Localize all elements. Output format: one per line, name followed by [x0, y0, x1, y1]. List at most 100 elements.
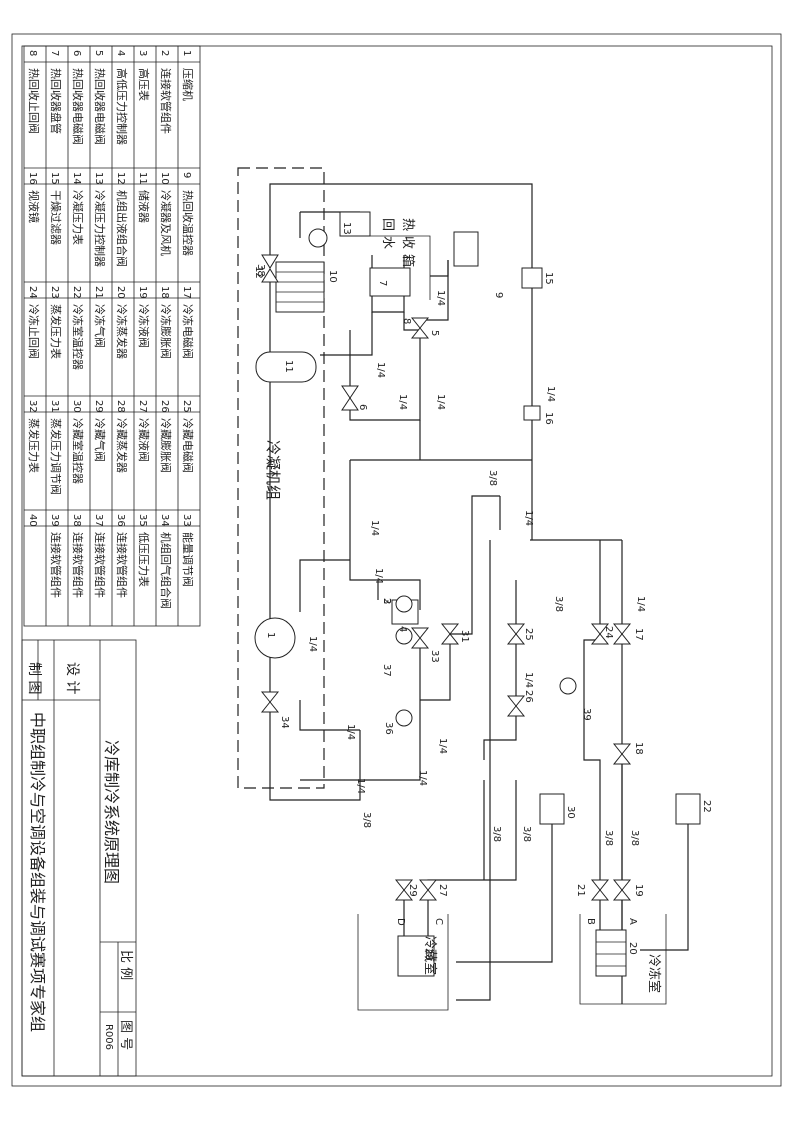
- part-number: 24: [27, 286, 38, 299]
- part-name: 冷冻蒸发器: [115, 304, 129, 359]
- pipe-size-label: 1/4: [435, 394, 446, 410]
- pipe-size-label: 3/8: [603, 830, 614, 846]
- part-name: 冷凝压力控制器: [93, 190, 107, 267]
- pipe-size-label: 1/4: [373, 568, 384, 584]
- part-number: 12: [115, 172, 126, 185]
- part-number: 5: [93, 50, 104, 56]
- pipe-size-label: 1/4: [635, 596, 646, 612]
- component-tag: 36: [383, 722, 394, 735]
- part-name: 储液器: [137, 190, 151, 223]
- pipe-size-labels: 1/4 1/4 1/4 1/4 1/4 3/8 1/4 1/4 1/4 3/8 …: [307, 290, 646, 846]
- part-name: 压缩机: [181, 68, 195, 101]
- part-number: 20: [115, 286, 126, 299]
- component-tag: 30: [565, 806, 576, 819]
- part-name: 冷冻电磁阀: [181, 304, 195, 359]
- parts-list: 1压缩机9热回收温控器17冷冻电磁阀25冷藏电磁阀33能量调节阀2连接软管组件1…: [23, 45, 201, 627]
- pipe-size-label: 3/8: [491, 826, 502, 842]
- thermostat-30-icon: [539, 793, 565, 825]
- component-tag: 33: [429, 650, 440, 663]
- part-number: 38: [71, 514, 82, 527]
- component-tag: 39: [581, 708, 592, 721]
- drawing-title: 冷库制冷系统原理图: [102, 740, 121, 884]
- cold-storage-room-label: 冷藏室: [422, 936, 438, 975]
- drawing-no-label: 图 号: [118, 1020, 133, 1050]
- part-name: 冷藏液阀: [137, 418, 151, 462]
- part-number: 37: [93, 514, 104, 527]
- part-number: 13: [93, 172, 104, 185]
- part-name: 冷冻气阀: [93, 304, 107, 348]
- part-name: 蒸发压力表: [49, 304, 63, 359]
- part-number: 2: [159, 50, 170, 56]
- part-name: 机组回气组合阀: [159, 532, 173, 609]
- part-number: 15: [49, 172, 60, 185]
- component-tag: 17: [633, 628, 644, 641]
- pipe-size-label: 1/4: [375, 362, 386, 378]
- part-name: 冷藏蒸发器: [115, 418, 129, 473]
- component-tag: 18: [633, 742, 644, 755]
- rooms: 冷藏室 冷冻室 A B C D: [357, 914, 667, 1011]
- part-name: 蒸发压力调节阀: [49, 418, 63, 495]
- port-b-label: B: [585, 918, 596, 925]
- pipe-size-label: 3/8: [553, 596, 564, 612]
- receiver-icon: [255, 351, 317, 383]
- part-number: 31: [49, 400, 60, 413]
- part-number: 39: [49, 514, 60, 527]
- part-number: 30: [71, 400, 82, 413]
- pipe-size-label: 1/4: [355, 778, 366, 794]
- pipe-size-label: 1/4: [397, 394, 408, 410]
- valve-12b-icon: [261, 268, 279, 283]
- pipe-size-label: 1/4: [545, 386, 556, 402]
- part-name: 冷冻液阀: [137, 304, 151, 348]
- scale-label: 比 例: [118, 950, 133, 980]
- part-name: 低压压力表: [137, 532, 151, 587]
- organization: 中职组制冷与空调设备组装与调试赛项专家组: [28, 712, 47, 1032]
- part-number: 40: [27, 514, 38, 527]
- component-tag: 8: [401, 318, 412, 324]
- part-name: 机组出液组合阀: [115, 190, 129, 267]
- component-tag: 4: [397, 626, 408, 632]
- component-tag: 11: [283, 360, 294, 373]
- part-name: 冷凝压力表: [71, 190, 85, 245]
- part-number: 22: [71, 286, 82, 299]
- part-number: 27: [137, 400, 148, 413]
- thermostat-9-icon: [453, 231, 479, 267]
- component-tag: 10: [327, 270, 338, 283]
- sight-glass-icon: [523, 405, 541, 421]
- component-tag: 12: [253, 266, 264, 279]
- part-name: 冷藏膨胀阀: [159, 418, 173, 473]
- part-name: 冷冻膨胀阀: [159, 304, 173, 359]
- part-number: 28: [115, 400, 126, 413]
- component-tag: 28: [423, 948, 434, 961]
- component-tag: 3: [381, 598, 392, 604]
- part-name: 高低压力控制器: [115, 68, 129, 145]
- part-name: 热回收器电磁阀: [71, 68, 85, 145]
- part-number: 26: [159, 400, 170, 413]
- inner-border: [21, 45, 773, 1077]
- part-name: 冷凝器及风机: [159, 190, 173, 256]
- part-number: 8: [27, 50, 38, 56]
- component-tag: 34: [279, 716, 290, 729]
- pressure-controller-icon: [339, 211, 371, 237]
- component-tag: 27: [437, 884, 448, 897]
- component-tag: 5: [429, 330, 440, 336]
- part-name: 冷冻止回阀: [27, 304, 41, 359]
- freezer-room-label: 冷冻室: [646, 954, 662, 993]
- pipe-size-label: 3/8: [521, 826, 532, 842]
- part-name: 冷藏气阀: [93, 418, 107, 462]
- part-number: 36: [115, 514, 126, 527]
- pipe-size-label: 1/4: [523, 510, 534, 526]
- condensing-unit-label: 冷凝机组: [264, 440, 282, 500]
- part-name: 冷藏室温控器: [71, 418, 85, 484]
- outer-border: [11, 33, 782, 1087]
- part-number: 17: [181, 286, 192, 299]
- part-name: 连接软管组件: [93, 532, 107, 598]
- pressure-gauge-icon: [308, 228, 328, 248]
- pipe-size-label: 1/4: [417, 770, 428, 786]
- filter-drier-icon: [521, 267, 543, 289]
- component-tag: 22: [701, 800, 712, 813]
- design-label: 设 计: [64, 662, 80, 694]
- gauge-36-icon: [395, 709, 413, 727]
- part-number: 16: [27, 172, 38, 185]
